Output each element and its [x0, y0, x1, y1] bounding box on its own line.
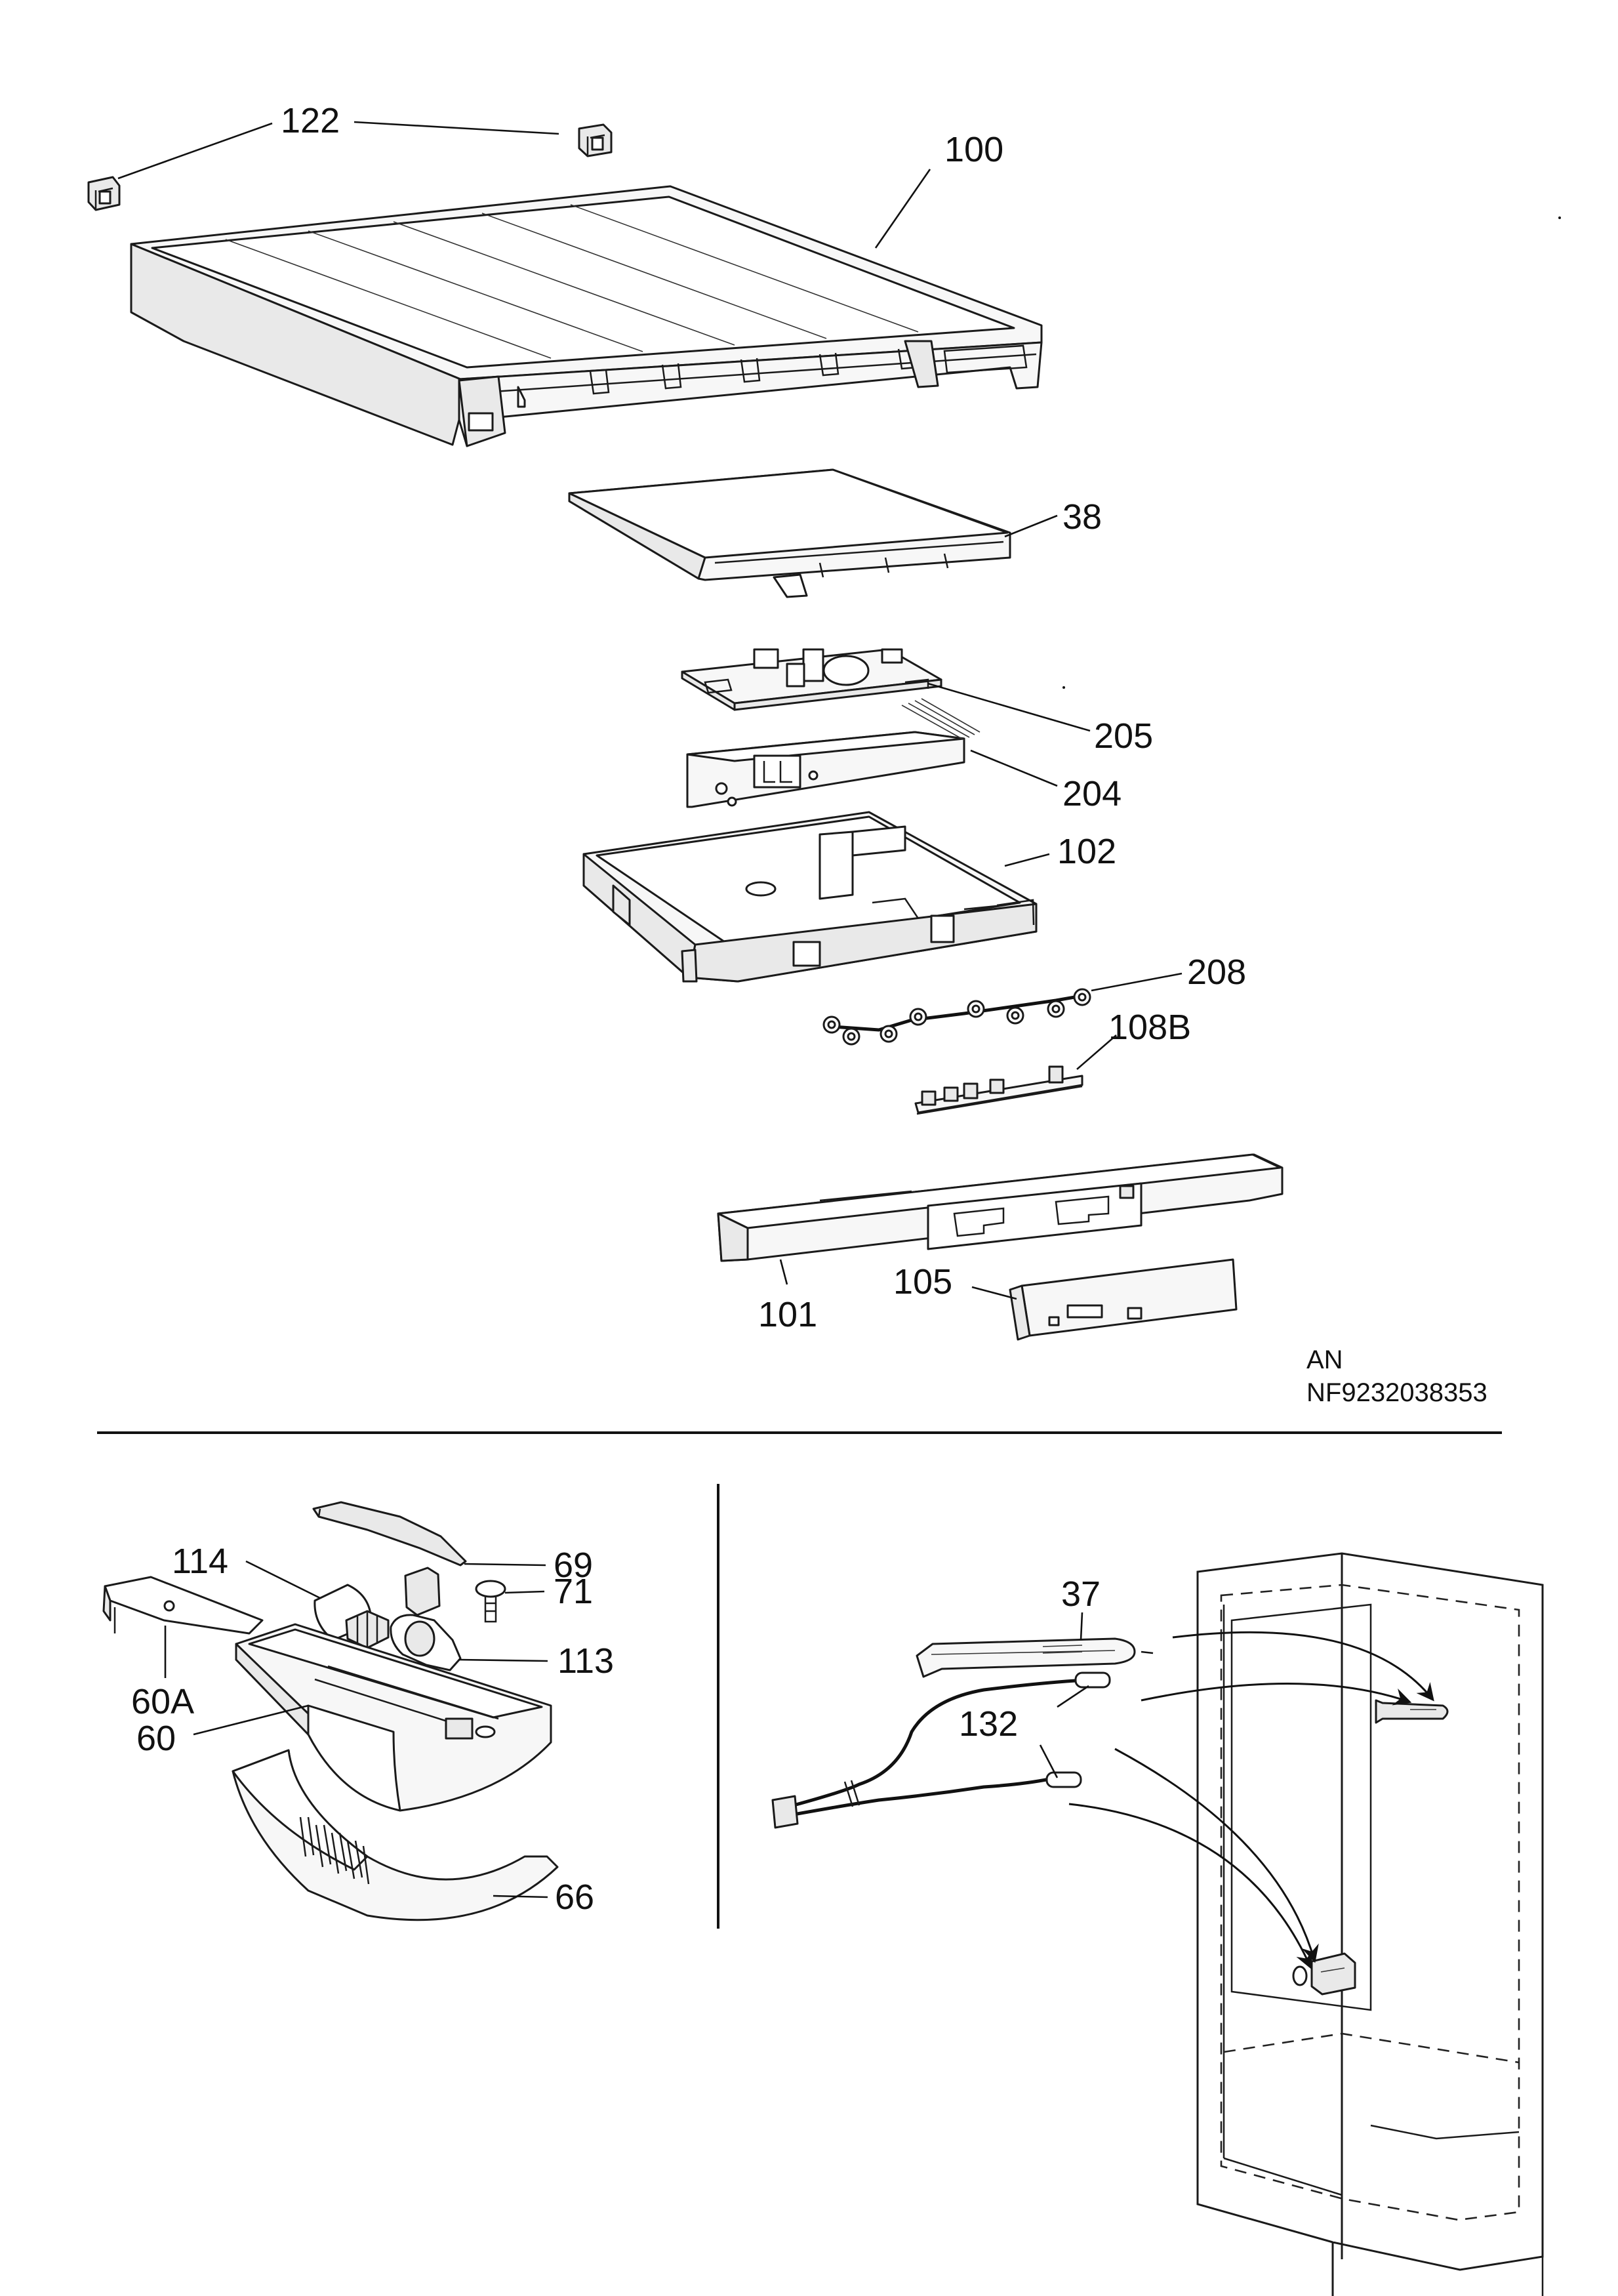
label-69: 69 [554, 1546, 593, 1585]
clip-122-left [87, 176, 121, 211]
lamp-cover-69 [312, 1501, 467, 1567]
screw-71 [475, 1580, 506, 1623]
leader-122-left [117, 122, 273, 180]
lamp-holder-113 [390, 1567, 462, 1671]
leader-108b [1076, 1035, 1117, 1070]
diagram-code-line2: NF9232038353 [1306, 1378, 1487, 1407]
top-cover-100 [130, 185, 1043, 447]
label-108b: 108B [1108, 1008, 1191, 1047]
pcb-205 [681, 648, 942, 711]
switch-board-108b [914, 1065, 1083, 1115]
leader-102 [1004, 853, 1050, 867]
leader-69 [464, 1563, 546, 1567]
label-101: 101 [758, 1295, 817, 1334]
pcb-204 [686, 698, 981, 808]
stray-dot-2 [1062, 686, 1065, 689]
label-38: 38 [1062, 497, 1102, 537]
lamp-housing-60 [235, 1623, 552, 1812]
label-113: 113 [557, 1641, 614, 1681]
label-132: 132 [959, 1704, 1018, 1744]
leader-208 [1091, 972, 1183, 992]
leader-37 [1080, 1612, 1083, 1641]
leader-37-extra [1141, 1650, 1154, 1654]
leader-105 [971, 1286, 1017, 1300]
leader-60 [193, 1704, 309, 1736]
label-204: 204 [1062, 774, 1122, 813]
leader-132-b [1039, 1744, 1059, 1778]
fitted-probe-holder [1375, 1699, 1449, 1724]
label-60: 60 [136, 1719, 176, 1758]
leader-113 [458, 1658, 548, 1662]
cover-plate-60a [102, 1576, 264, 1635]
sensor-wires-132 [771, 1671, 1111, 1829]
install-arrow-sensor-top [1141, 1683, 1412, 1706]
leader-71 [504, 1590, 545, 1594]
install-arrow-sensor-mid [1114, 1748, 1319, 1963]
housing-102 [582, 811, 1038, 983]
label-205: 205 [1094, 716, 1153, 756]
refrigerator-cabinet [1196, 1552, 1544, 2296]
leader-101 [779, 1259, 788, 1285]
display-cover-105 [1009, 1258, 1238, 1341]
label-122: 122 [281, 101, 340, 140]
leader-205 [927, 682, 1091, 732]
clip-122-right [578, 123, 613, 157]
panel-38 [568, 468, 1011, 598]
label-60a: 60A [131, 1682, 194, 1721]
leader-204 [970, 749, 1058, 787]
label-66: 66 [555, 1877, 594, 1917]
bulb-114 [313, 1584, 390, 1649]
label-114: 114 [172, 1542, 228, 1581]
control-panel-101 [717, 1153, 1284, 1262]
install-arrow-sensor-low [1068, 1803, 1313, 1970]
diagram-code-line1: AN [1306, 1345, 1343, 1374]
label-37: 37 [1061, 1574, 1101, 1614]
label-102: 102 [1057, 832, 1116, 871]
label-100: 100 [944, 130, 1003, 169]
label-208: 208 [1187, 953, 1246, 992]
leader-66 [493, 1895, 548, 1898]
leader-132-a [1057, 1685, 1089, 1708]
install-arrow-holder [1172, 1631, 1434, 1702]
label-71: 71 [554, 1572, 593, 1611]
stray-dot-1 [1558, 216, 1561, 219]
leader-114 [245, 1560, 321, 1599]
leader-38 [1004, 514, 1058, 538]
led-strip-208 [822, 988, 1091, 1046]
diffuser-66 [232, 1749, 559, 1921]
probe-holder-37 [916, 1637, 1136, 1678]
leader-100 [874, 169, 931, 249]
leader-122-right [354, 121, 559, 135]
label-105: 105 [893, 1262, 952, 1302]
